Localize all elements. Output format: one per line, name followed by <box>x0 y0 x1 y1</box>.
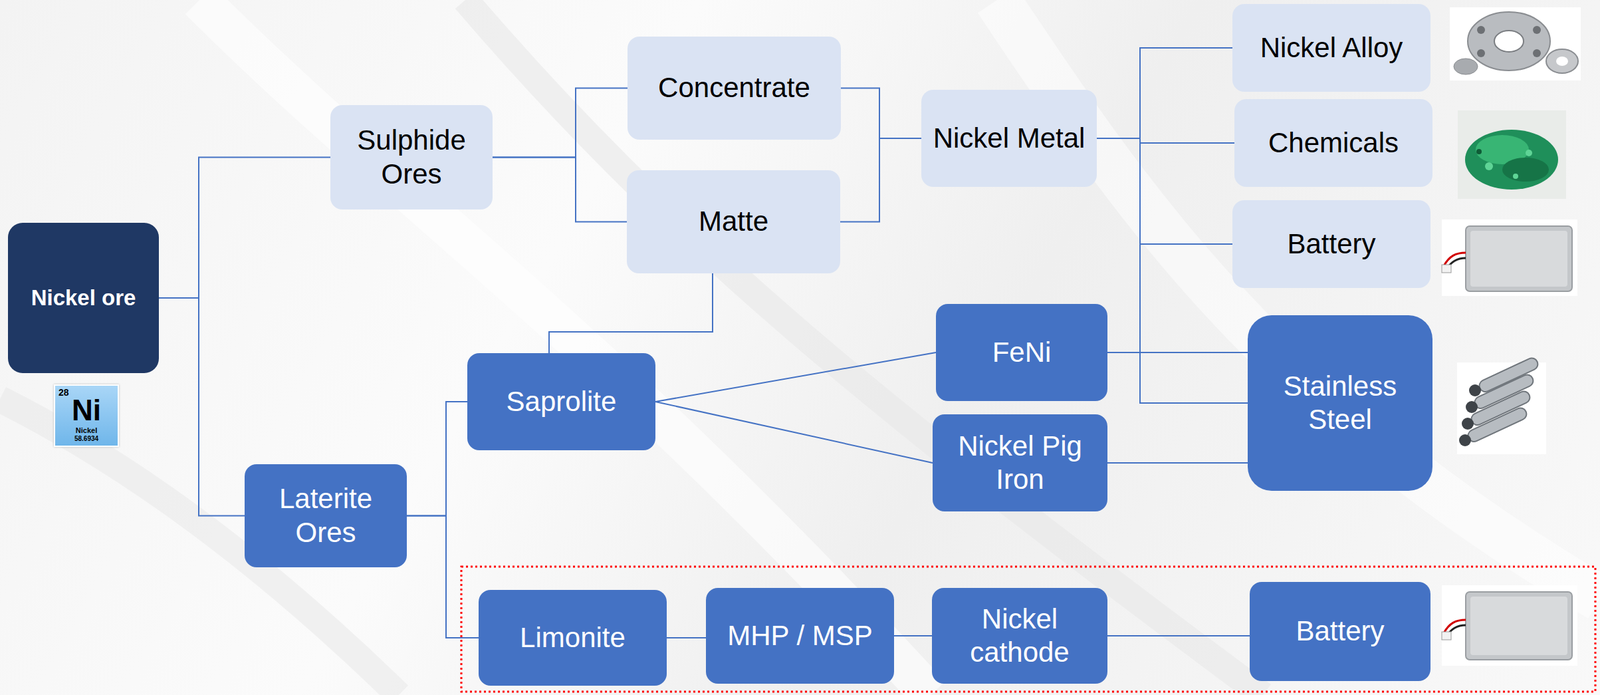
node-label: Battery <box>1286 227 1376 261</box>
pipes-picture <box>1457 356 1547 455</box>
node-label: FeNi <box>992 335 1052 369</box>
process-box: Matte <box>626 170 841 274</box>
connector-line <box>1096 138 1248 403</box>
flange-picture <box>1449 7 1581 81</box>
connector-line <box>666 636 706 639</box>
process-box: Nickel Metal <box>921 89 1097 187</box>
node-label: Battery <box>1295 614 1384 648</box>
connector-line <box>158 157 331 299</box>
connector-line <box>655 401 933 463</box>
product-box: Stainless Steel <box>1247 315 1433 491</box>
process-box: Limonite <box>478 589 667 686</box>
connector-line <box>1096 138 1235 143</box>
process-box: MHP / MSP <box>705 587 895 684</box>
node-label: MHP / MSP <box>727 618 873 653</box>
connector-line <box>1096 47 1233 139</box>
node-label: Limonite <box>519 620 626 655</box>
process-box: Nickel Pig Iron <box>932 414 1108 512</box>
element-symbol: Ni <box>55 393 118 427</box>
process-box: Saprolite <box>467 352 656 451</box>
connector-line <box>158 297 245 516</box>
atomic-mass: 58.6934 <box>55 434 118 443</box>
battery-picture <box>1441 584 1578 666</box>
connector-line <box>549 273 713 353</box>
battery-picture <box>1441 219 1578 296</box>
element-tile: 28NiNickel58.6934 <box>53 384 119 447</box>
product-box: Battery <box>1249 581 1431 681</box>
node-label: Nickel cathode <box>942 602 1097 670</box>
connector-line <box>655 352 936 402</box>
connector-line <box>894 634 932 637</box>
connector-line <box>1107 461 1248 464</box>
connector-line <box>1107 351 1248 353</box>
connector-line <box>492 88 628 158</box>
product-box: Nickel Alloy <box>1232 3 1431 92</box>
product-box: Battery <box>1232 200 1431 288</box>
node-label: Concentrate <box>658 71 811 105</box>
connector-line <box>406 401 468 516</box>
source-box: Nickel ore <box>7 222 159 373</box>
process-box: Laterite Ores <box>244 463 407 568</box>
node-label: Nickel ore <box>31 284 137 312</box>
product-box: Chemicals <box>1234 99 1433 187</box>
node-label: Laterite Ores <box>255 481 397 550</box>
node-label: Sulphide Ores <box>341 123 482 191</box>
process-box: Nickel cathode <box>931 587 1108 684</box>
connector-line <box>406 515 479 639</box>
node-label: Nickel Metal <box>933 121 1086 155</box>
node-label: Stainless Steel <box>1258 369 1422 437</box>
node-label: Nickel Alloy <box>1260 31 1404 65</box>
atomic-number: 28 <box>58 386 70 398</box>
node-label: Nickel Pig Iron <box>943 429 1097 497</box>
connector-line <box>492 157 627 223</box>
connector-line <box>1096 138 1233 244</box>
process-box: Sulphide Ores <box>330 105 493 210</box>
process-box: Concentrate <box>627 36 841 140</box>
node-label: Saprolite <box>506 384 617 419</box>
chemicals-picture <box>1457 110 1567 199</box>
connector-line <box>1107 634 1250 637</box>
connector-line <box>840 88 922 139</box>
process-box: FeNi <box>935 303 1108 401</box>
node-label: Matte <box>698 204 769 238</box>
element-name: Nickel <box>55 426 118 435</box>
highlight-frame <box>461 566 1596 692</box>
connector-line <box>840 138 922 223</box>
node-label: Chemicals <box>1268 126 1399 160</box>
